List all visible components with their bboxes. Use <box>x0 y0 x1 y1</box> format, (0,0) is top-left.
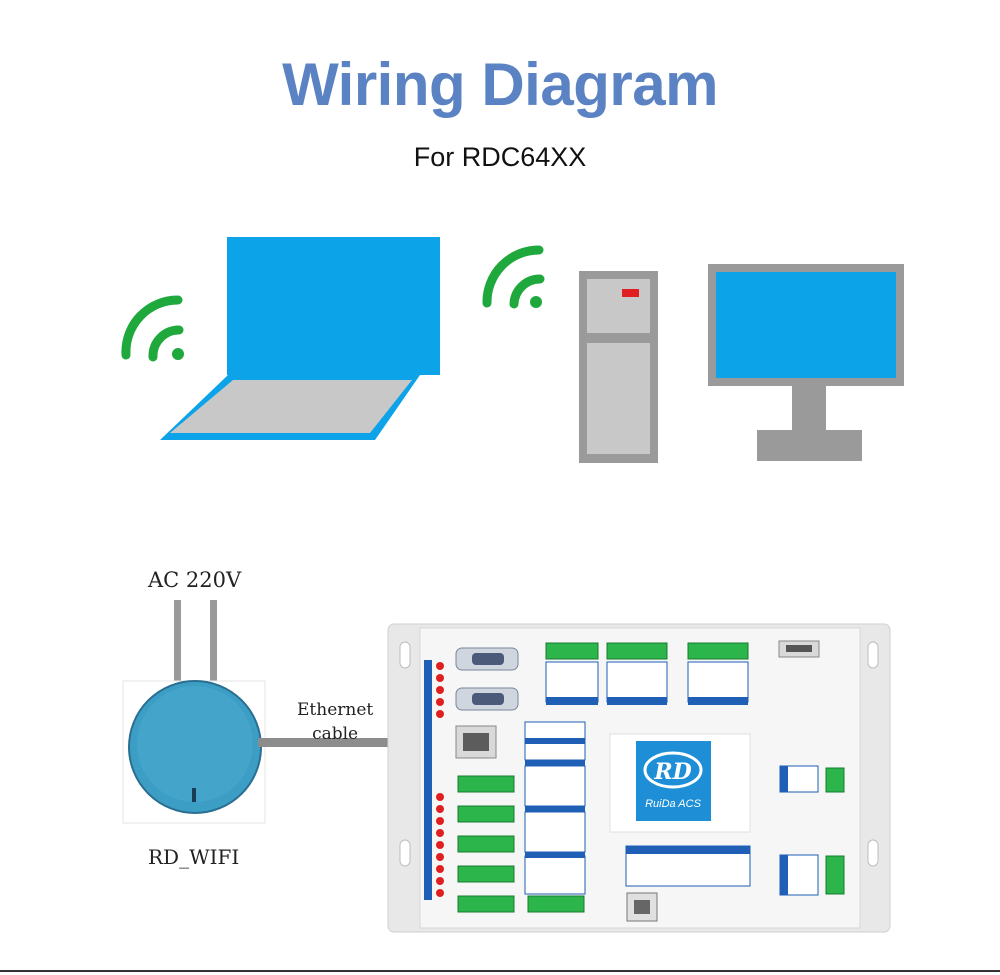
bottom-divider <box>0 970 1000 972</box>
wifi-module-icon <box>122 680 266 824</box>
controller-board: RD RuiDa ACS <box>387 623 891 933</box>
page-subtitle: For RDC64XX <box>413 142 587 172</box>
ethernet-cable-label: Ethernet cable <box>297 700 374 744</box>
controller-brand: RuiDa ACS <box>645 798 701 810</box>
page-title: Wiring Diagram <box>282 51 718 118</box>
controller-logo: RD <box>653 759 691 785</box>
power-label: AC 220V <box>148 568 242 592</box>
wifi-signal-icon <box>482 245 545 309</box>
pc-tower-icon <box>579 271 658 463</box>
wifi-module-label: RD_WIFI <box>148 845 240 869</box>
monitor-icon <box>708 264 904 461</box>
laptop-icon <box>160 237 440 440</box>
wifi-signal-icon <box>121 295 184 362</box>
ethernet-cable <box>258 738 460 747</box>
ac-power-wires <box>174 600 217 685</box>
